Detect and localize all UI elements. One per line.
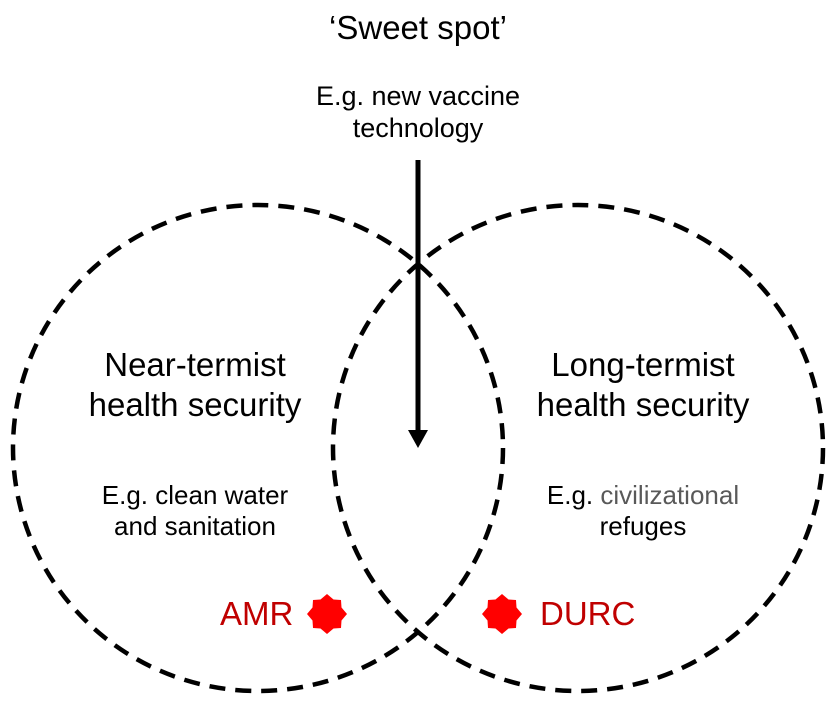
durc-label: DURC <box>540 595 636 632</box>
long-termist-title-line1: Long-termist <box>551 346 735 383</box>
diagram-title: ‘Sweet spot’ <box>329 9 507 46</box>
near-termist-example: E.g. clean water and sanitation <box>50 480 340 542</box>
amr-star-icon <box>307 594 347 634</box>
near-termist-example-line1: E.g. clean water <box>101 480 289 510</box>
left-circle <box>10 202 506 694</box>
sweet-spot-example-line2: technology <box>352 113 484 144</box>
near-termist-title-line1: Near-termist <box>104 346 286 383</box>
long-termist-example: E.g. civilizational refuges <box>498 480 788 542</box>
long-termist-example-prefix: E.g. <box>546 480 601 510</box>
long-termist-example-highlight: civilizational <box>600 480 740 510</box>
sweet-spot-arrow-head <box>408 430 428 448</box>
right-circle <box>330 202 826 694</box>
durc-star-icon <box>482 594 522 634</box>
sweet-spot-example-line1: E.g. new vaccine <box>315 81 521 111</box>
long-termist-example-line1: E.g. civilizational <box>498 480 788 511</box>
near-termist-title: Near-termist health security <box>50 345 340 424</box>
long-termist-title: Long-termist health security <box>498 345 788 424</box>
near-termist-example-line2: and sanitation <box>114 511 276 542</box>
near-termist-title-line2: health security <box>88 385 302 423</box>
long-termist-title-line2: health security <box>536 385 750 423</box>
sweet-spot-example: E.g. new vaccine technology <box>260 80 576 145</box>
amr-label: AMR <box>220 595 294 632</box>
long-termist-example-line2: refuges <box>599 511 687 542</box>
